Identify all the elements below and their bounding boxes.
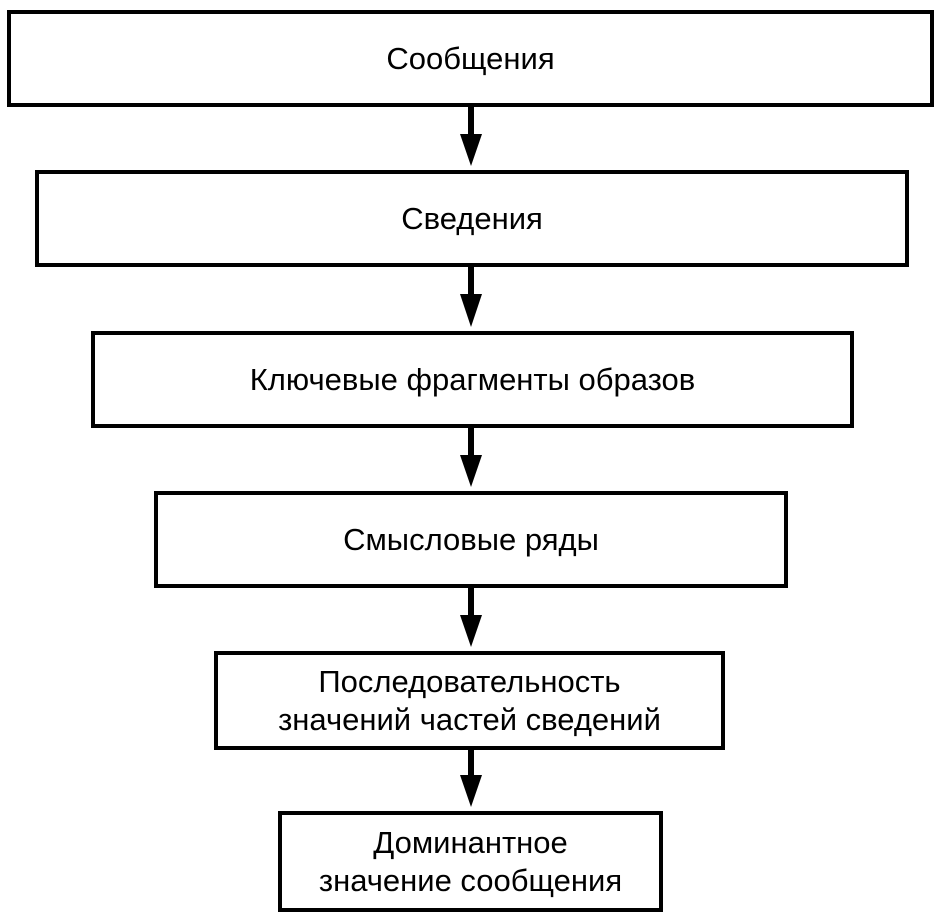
node-label: Сведения xyxy=(401,200,543,236)
node-messages: Сообщения xyxy=(7,10,934,107)
node-label: Ключевые фрагменты образов xyxy=(249,361,696,397)
node-information: Сведения xyxy=(35,170,909,267)
arrow-3 xyxy=(460,428,482,487)
arrow-4 xyxy=(460,588,482,647)
node-semantic-series: Смысловые ряды xyxy=(154,491,788,588)
arrow-5 xyxy=(460,750,482,807)
node-label: Сообщения xyxy=(386,40,555,76)
arrow-2 xyxy=(460,267,482,327)
node-label: Доминантное значение сообщения xyxy=(318,824,623,898)
node-label: Смысловые ряды xyxy=(343,521,599,557)
node-key-image-fragments: Ключевые фрагменты образов xyxy=(91,331,854,428)
arrow-1 xyxy=(460,107,482,166)
node-meaning-sequence: Последовательность значений частей сведе… xyxy=(214,651,725,750)
node-label: Последовательность значений частей сведе… xyxy=(278,663,661,737)
node-dominant-meaning: Доминантное значение сообщения xyxy=(278,811,663,912)
